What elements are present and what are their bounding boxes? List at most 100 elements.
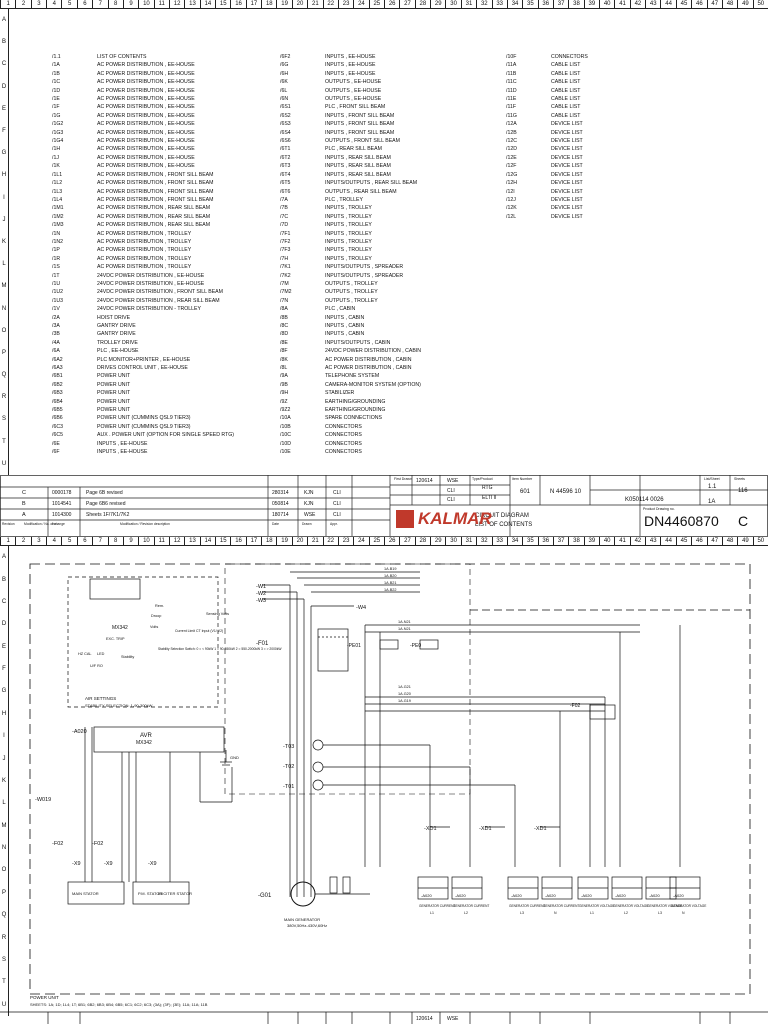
exciter-stator-label: EXCITER STATOR [158,891,192,896]
column-number: 8 [107,0,123,8]
toc-sheet-code: /6S3 [280,121,291,128]
toc-sheet-code: /7C [280,213,289,220]
toc-sheet-code: /1G [52,112,61,119]
column-number: 9 [122,537,138,545]
terminal-box-phase: L1 [430,911,434,915]
row-letter: H [1,172,7,179]
feeder-cable: -W1 [256,584,266,590]
sheets-label: Sheets [734,477,745,481]
column-number: 35 [522,0,537,8]
revision-letter: B [22,501,26,507]
column-number: 29 [430,537,445,545]
toc-sheet-title: AC POWER DISTRIBUTION , EE-HOUSE [97,79,195,86]
toc-sheet-title: AC POWER DISTRIBUTION , TROLLEY [97,247,192,254]
toc-sheet-title: INPUTS , FRONT SILL BEAM [325,129,395,136]
revision-header: Drawn [302,522,312,526]
column-number: 16 [230,537,245,545]
column-number: 5 [61,537,76,545]
column-number: 7 [92,0,107,8]
terminal-box-phase: L1 [590,911,594,915]
toc-sheet-title: EARTHING/GROUNDING [325,398,386,405]
row-letter: P [1,349,6,356]
toc-sheet-title: AC POWER DISTRIBUTION , EE-HOUSE [97,87,195,94]
connector-xd1: -XD1 [534,826,547,832]
toc-sheet-code: /1T [52,272,60,279]
row-letter: U [1,1001,7,1008]
toc-sheet-title: INPUTS/OUTPUTS , REAR SILL BEAM [325,180,418,187]
toc-sheet-title: CONNECTORS [325,449,362,456]
toc-sheet-title: 24VDC POWER DISTRIBUTION , CABIN [325,348,421,355]
column-number: 22 [322,537,338,545]
feeder-cable: -W4 [356,605,366,611]
connector-xd1: -XD1 [424,826,437,832]
revision-drawn-by: KJN [304,490,314,496]
toc-sheet-title: AC POWER DISTRIBUTION , REAR SILL BEAM [97,222,211,229]
terminal-box-function: GENERATOR VOLTAGE [613,904,648,908]
toc-sheet-code: /1D [52,87,61,94]
toc-sheet-code: /6F2 [280,54,291,60]
toc-sheet-title: INPUTS , REAR SILL BEAM [325,163,391,170]
current-transformer: -T01 [283,784,294,790]
toc-sheet-code: /12L [506,213,517,220]
toc-sheet-title: DRIVES CONTROL UNIT , EE-HOUSE [97,365,188,372]
column-number: 27 [399,0,414,8]
column-number: 28 [414,0,430,8]
toc-sheet-title: POWER UNIT [97,381,131,388]
column-number: 47 [706,0,722,8]
toc-sheet-code: /6B2 [52,381,63,388]
toc-sheet-code: /6T2 [280,154,291,161]
toc-sheet-code: /12C [506,138,517,145]
column-number: 35 [522,537,537,545]
terminal-box-reference: -A020 [421,893,432,898]
cross-reference: 1A.G20 [398,692,411,696]
revision-letter: A [22,512,26,518]
toc-sheet-code: /6H [280,70,289,77]
column-number: 2 [15,0,30,8]
lifting-number: N 44596 10 [550,489,582,495]
column-number: 41 [614,537,629,545]
column-number: 27 [399,537,414,545]
first-drawn-by: WSE [447,478,459,484]
toc-sheet-code: /8D [280,331,289,338]
terminal-box-function: GENERATOR CURRENT [543,904,579,908]
list-sheet-number: 1.1 [708,484,717,490]
toc-sheet-title: INPUTS , EE-HOUSE [325,70,376,77]
current-transformer: -T03 [283,744,294,750]
avr-label: Droop [151,614,161,618]
toc-sheet-code: /12H [506,180,517,187]
toc-sheet-code: /6T1 [280,146,291,153]
toc-sheet-code: /6S4 [280,129,291,136]
toc-sheet-code: /11A [506,62,517,69]
toc-sheet-title: DEVICE LIST [551,138,583,145]
avr-module-name: MX342 [112,625,128,631]
generator-reference: -G01 [258,893,272,899]
toc-sheet-title: EARTHING/GROUNDING [325,407,386,414]
toc-sheet-code: /6S1 [280,104,291,111]
row-letter: G [1,150,7,157]
column-number: 26 [383,537,399,545]
column-number: 34 [506,0,522,8]
toc-sheet-title: INPUTS , TROLLEY [325,213,372,220]
toc-sheet-code: /1K [52,163,60,170]
